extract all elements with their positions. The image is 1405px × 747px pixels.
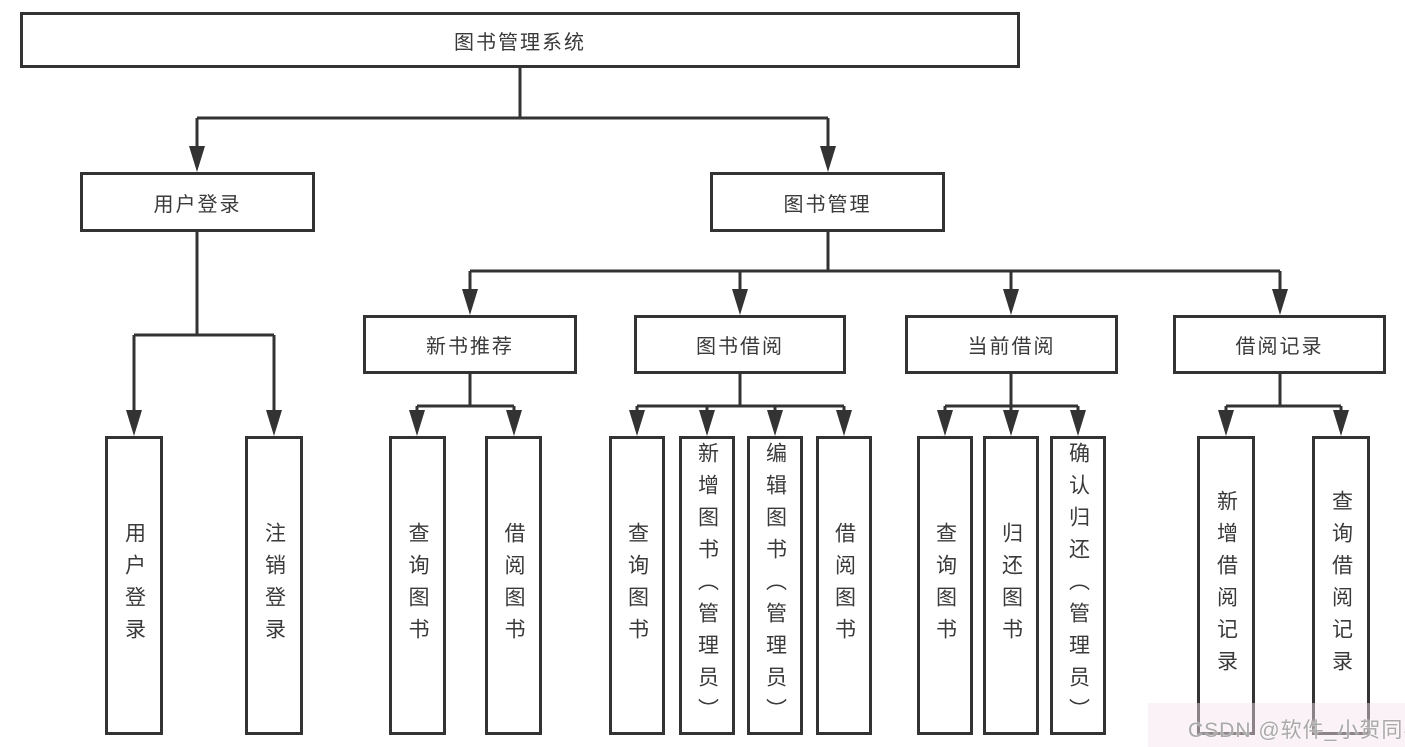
leaf-add-book-admin-label: 新增图书（管理员） [695, 441, 719, 730]
leaf-add-book-admin: 新增图书（管理员） [679, 436, 735, 735]
leaf-borrow-books-2-label: 借阅图书 [832, 521, 856, 650]
leaf-query-borrow-record: 查询借阅记录 [1312, 436, 1370, 735]
leaf-user-login-label: 用户登录 [122, 521, 146, 650]
leaf-query-books-borrow: 查询图书 [609, 436, 665, 735]
node-borrow-records: 借阅记录 [1173, 315, 1386, 374]
node-new-book-recommend-label: 新书推荐 [426, 336, 514, 358]
leaf-query-books-recommend-label: 查询图书 [406, 521, 429, 650]
leaf-confirm-return-admin: 确认归还（管理员） [1050, 436, 1106, 735]
node-new-book-recommend: 新书推荐 [363, 315, 577, 374]
leaf-add-borrow-record-label: 新增借阅记录 [1214, 489, 1238, 682]
node-current-borrow: 当前借阅 [905, 315, 1118, 374]
node-root-label: 图书管理系统 [454, 31, 586, 54]
leaf-edit-book-admin: 编辑图书（管理员） [747, 436, 803, 735]
leaf-logout: 注销登录 [245, 436, 303, 735]
leaf-query-borrow-record-label: 查询借阅记录 [1329, 489, 1353, 682]
leaf-edit-book-admin-label: 编辑图书（管理员） [763, 441, 787, 730]
leaf-query-books-current: 查询图书 [917, 436, 973, 735]
leaf-return-books-label: 归还图书 [999, 521, 1023, 650]
node-book-management-label: 图书管理 [783, 193, 872, 216]
node-user-login-label: 用户登录 [153, 193, 242, 216]
leaf-query-books-borrow-label: 查询图书 [625, 521, 649, 650]
leaf-logout-label: 注销登录 [262, 521, 286, 650]
leaf-query-books-recommend: 查询图书 [389, 436, 446, 735]
watermark-tint [1148, 703, 1405, 747]
leaf-query-books-current-label: 查询图书 [933, 521, 957, 650]
leaf-confirm-return-admin-label: 确认归还（管理员） [1066, 441, 1090, 730]
node-root: 图书管理系统 [20, 12, 1020, 68]
node-book-borrow-label: 图书借阅 [696, 336, 784, 358]
leaf-borrow-books-2: 借阅图书 [816, 436, 872, 735]
node-borrow-records-label: 借阅记录 [1235, 336, 1324, 358]
node-book-management: 图书管理 [710, 172, 945, 232]
leaf-borrow-books-recommend-label: 借阅图书 [502, 521, 525, 650]
node-book-borrow: 图书借阅 [634, 315, 846, 374]
leaf-user-login: 用户登录 [105, 436, 163, 735]
leaf-add-borrow-record: 新增借阅记录 [1197, 436, 1255, 735]
leaf-borrow-books-recommend: 借阅图书 [485, 436, 542, 735]
node-current-borrow-label: 当前借阅 [967, 336, 1056, 358]
leaf-return-books: 归还图书 [983, 436, 1039, 735]
csdn-watermark: CSDN @软件_小贺同学 [1188, 719, 1405, 742]
node-user-login: 用户登录 [80, 172, 315, 232]
